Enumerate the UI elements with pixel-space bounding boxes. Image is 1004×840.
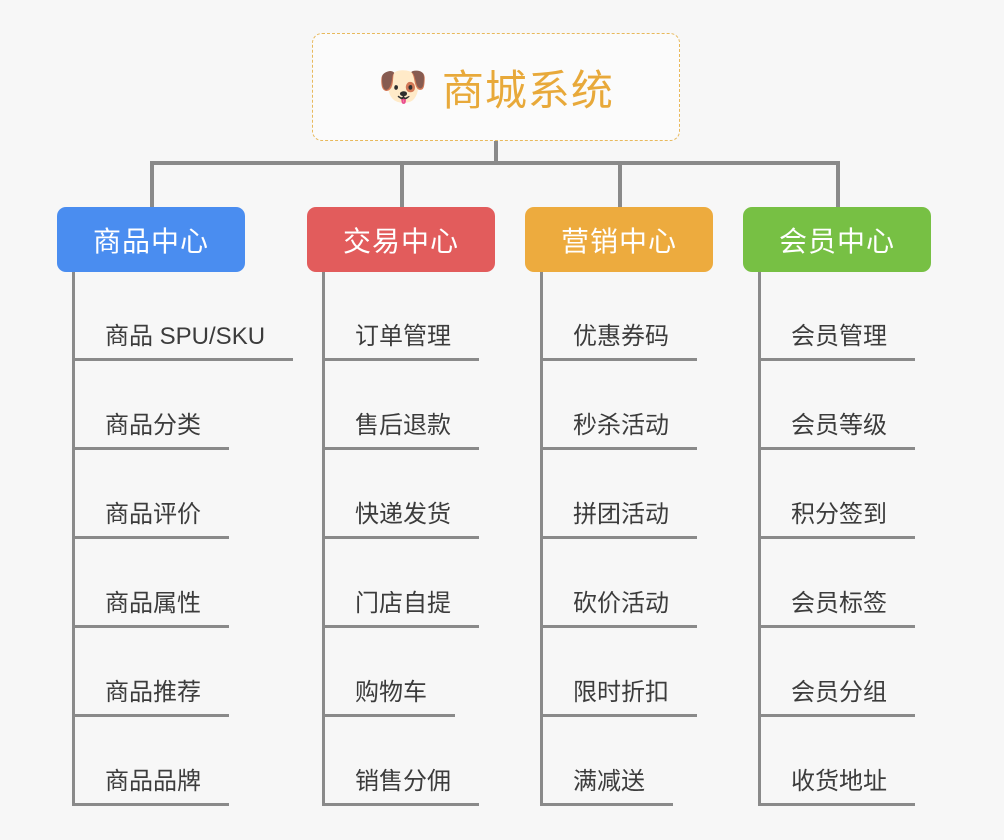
list-item[interactable]: 快递发货: [325, 450, 495, 539]
list-item[interactable]: 商品 SPU/SKU: [75, 272, 294, 361]
list-item[interactable]: 收货地址: [761, 717, 931, 806]
list-item[interactable]: 商品品牌: [75, 717, 293, 806]
list-item[interactable]: 销售分佣: [325, 717, 495, 806]
list-item-label: 商品评价: [75, 503, 229, 539]
list-item-label: 会员等级: [761, 414, 915, 450]
list-item-label: 会员管理: [761, 325, 915, 361]
list-item-label: 砍价活动: [543, 592, 697, 628]
list-item-label: 拼团活动: [543, 503, 697, 539]
dog-face-icon: 🐶: [378, 65, 428, 109]
list-item[interactable]: 商品推荐: [75, 628, 293, 717]
root-node[interactable]: 🐶 商城系统: [312, 33, 680, 141]
list-item-label: 销售分佣: [325, 770, 479, 806]
list-item[interactable]: 会员标签: [761, 539, 931, 628]
list-item-label: 商品属性: [75, 592, 229, 628]
connector-root-stem: [494, 141, 498, 163]
root-title: 商城系统: [441, 66, 614, 114]
list-item-label: 售后退款: [325, 414, 479, 450]
branch-items-2: 订单管理 售后退款 快递发货 门店自提 购物车 销售分佣: [322, 272, 495, 806]
list-item-label: 商品 SPU/SKU: [75, 325, 294, 361]
list-item[interactable]: 商品分类: [75, 361, 293, 450]
connector-drop-1: [150, 161, 154, 209]
branch-column-4: 会员中心 会员管理 会员等级 积分签到 会员标签 会员分组 收货地址: [743, 207, 931, 806]
list-item-label: 会员标签: [761, 592, 915, 628]
branch-column-1: 商品中心 商品 SPU/SKU 商品分类 商品评价 商品属性 商品推荐 商品品牌: [57, 207, 294, 806]
list-item-label: 商品品牌: [75, 770, 229, 806]
branch-header-4[interactable]: 会员中心: [743, 207, 931, 272]
list-item-label: 秒杀活动: [543, 414, 697, 450]
list-item[interactable]: 售后退款: [325, 361, 495, 450]
list-item[interactable]: 限时折扣: [543, 628, 713, 717]
branch-items-1: 商品 SPU/SKU 商品分类 商品评价 商品属性 商品推荐 商品品牌: [72, 272, 294, 806]
branch-items-4: 会员管理 会员等级 积分签到 会员标签 会员分组 收货地址: [758, 272, 931, 806]
list-item[interactable]: 会员管理: [761, 272, 931, 361]
list-item-label: 积分签到: [761, 503, 915, 539]
branch-column-2: 交易中心 订单管理 售后退款 快递发货 门店自提 购物车 销售分佣: [307, 207, 495, 806]
connector-horizontal-bus: [150, 161, 840, 165]
connector-drop-4: [836, 161, 840, 209]
list-item[interactable]: 门店自提: [325, 539, 495, 628]
list-item[interactable]: 购物车: [325, 628, 495, 717]
list-item[interactable]: 会员等级: [761, 361, 931, 450]
list-item[interactable]: 会员分组: [761, 628, 931, 717]
list-item[interactable]: 拼团活动: [543, 450, 713, 539]
connector-drop-2: [400, 161, 404, 209]
list-item-label: 满减送: [543, 770, 673, 806]
connector-drop-3: [618, 161, 622, 209]
list-item[interactable]: 商品属性: [75, 539, 293, 628]
list-item[interactable]: 商品评价: [75, 450, 293, 539]
list-item[interactable]: 秒杀活动: [543, 361, 713, 450]
list-item[interactable]: 满减送: [543, 717, 713, 806]
list-item-label: 限时折扣: [543, 681, 697, 717]
branch-header-label-4: 会员中心: [778, 225, 895, 257]
list-item-label: 商品推荐: [75, 681, 229, 717]
list-item[interactable]: 积分签到: [761, 450, 931, 539]
list-item-label: 优惠券码: [543, 325, 697, 361]
branch-header-label-2: 交易中心: [342, 225, 459, 257]
list-item[interactable]: 优惠券码: [543, 272, 713, 361]
branch-header-label-3: 营销中心: [560, 225, 677, 257]
branch-header-2[interactable]: 交易中心: [307, 207, 495, 272]
list-item-label: 订单管理: [325, 325, 479, 361]
list-item-label: 商品分类: [75, 414, 229, 450]
branch-column-3: 营销中心 优惠券码 秒杀活动 拼团活动 砍价活动 限时折扣 满减送: [525, 207, 713, 806]
branch-header-1[interactable]: 商品中心: [57, 207, 245, 272]
branch-header-label-1: 商品中心: [92, 225, 209, 257]
list-item-label: 收货地址: [761, 770, 915, 806]
list-item[interactable]: 订单管理: [325, 272, 495, 361]
branch-items-3: 优惠券码 秒杀活动 拼团活动 砍价活动 限时折扣 满减送: [540, 272, 713, 806]
list-item-label: 会员分组: [761, 681, 915, 717]
list-item-label: 门店自提: [325, 592, 479, 628]
list-item-label: 快递发货: [325, 503, 479, 539]
list-item-label: 购物车: [325, 681, 455, 717]
branch-header-3[interactable]: 营销中心: [525, 207, 713, 272]
list-item[interactable]: 砍价活动: [543, 539, 713, 628]
